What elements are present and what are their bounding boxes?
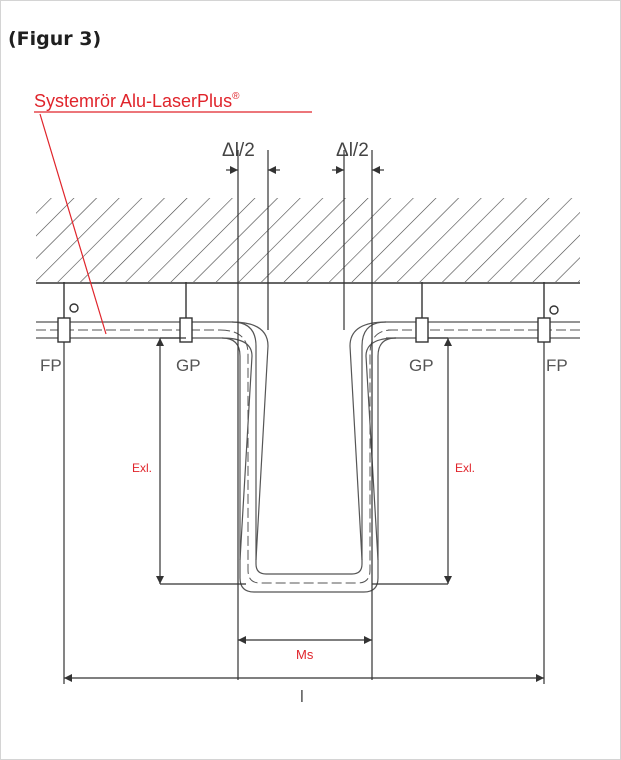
exl-right-label: Exl. [455,461,475,475]
pipe-right [386,321,580,339]
gp-left-label: GP [176,356,201,375]
fp-left-label: FP [40,356,62,375]
expansion-loop [219,321,397,593]
delta-right-label: Δl/2 [336,140,369,161]
guide-point-right [415,282,429,343]
exl-arrows [156,338,452,584]
figure-title: (Figur 3) [8,28,102,50]
ms-arrows [238,636,372,644]
length-dimension [63,342,545,684]
pipe-label-leader [34,111,312,335]
gp-right-label: GP [409,356,434,375]
ms-label: Ms [296,647,314,662]
pipe-label: Systemrör Alu-LaserPlus® [34,91,240,111]
wall-hatch [36,198,580,282]
exl-dimensions [159,337,449,585]
fp-right-label: FP [546,356,568,375]
length-arrows [64,674,544,682]
delta-left-label: Δl/2 [222,140,255,161]
fixed-point-right [537,282,559,343]
length-label: l [300,687,304,706]
delta-arrows [230,166,380,174]
guide-point-left [179,282,193,343]
exl-left-label: Exl. [132,461,152,475]
fixed-point-left [57,282,79,343]
